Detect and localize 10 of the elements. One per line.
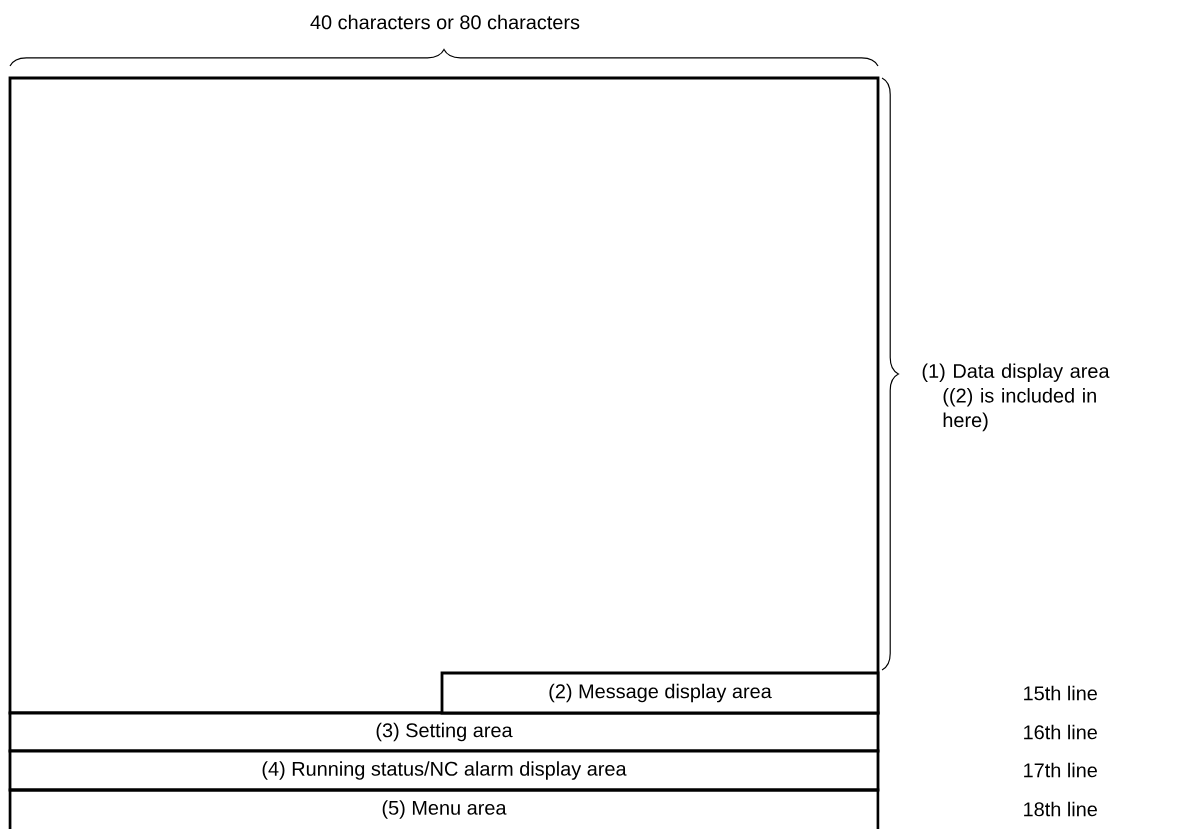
line-number: 18th line xyxy=(1024,801,1097,817)
line-number: 15th line xyxy=(1024,685,1097,701)
area-box: (5) Menu area xyxy=(8,788,880,829)
area-box: (2) Message display area xyxy=(440,671,880,715)
area-label: (1) Data display area ((2) is included in here) xyxy=(922,363,1110,432)
line-number: 16th line xyxy=(1024,724,1097,740)
area-box: (3) Setting area xyxy=(8,711,880,753)
line-number: 17th line xyxy=(1024,762,1097,778)
area-box: (4) Running status/NC alarm display area xyxy=(8,749,880,792)
dimension-label: 40 characters or 80 characters xyxy=(310,14,580,30)
